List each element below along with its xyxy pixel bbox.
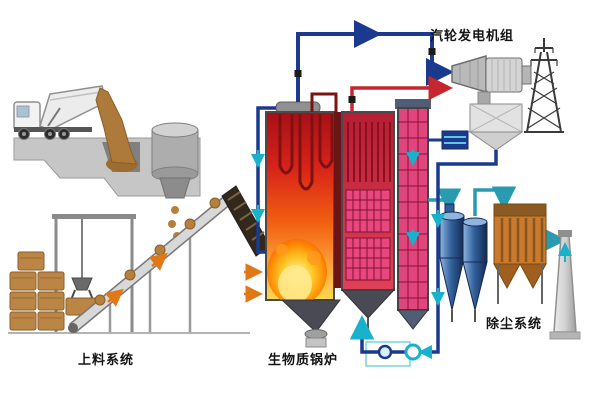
cyclone-separators <box>439 203 488 322</box>
air-flow-arrows <box>104 252 263 307</box>
main-steam-pipe <box>296 32 454 102</box>
chimney-stack <box>549 230 581 340</box>
steam-turbine <box>451 54 487 94</box>
exciter <box>521 65 532 85</box>
superheater-tubes <box>278 114 334 191</box>
economizer-backpass <box>395 99 431 330</box>
inclined-belt-conveyor <box>68 188 240 334</box>
dumped-biomass <box>95 87 137 165</box>
truck-window <box>16 105 30 118</box>
riser-pipe <box>310 92 338 112</box>
grabber-claw <box>71 277 93 291</box>
label-biomass-boiler: 生物质锅炉 <box>268 352 339 367</box>
tail-pulley <box>68 323 78 333</box>
exhaust-duct <box>477 91 491 105</box>
turbine-generator-set <box>451 54 532 151</box>
furnace-divider-wall <box>334 112 342 288</box>
rear-heating-pass <box>340 111 396 334</box>
furnace-chamber <box>265 101 342 348</box>
belt <box>68 188 240 334</box>
steam-piping <box>251 20 454 254</box>
filter-bags <box>500 218 544 262</box>
transmission-tower <box>524 38 564 133</box>
silo-discharge-funnel <box>159 177 191 199</box>
label-feeding-system: 上料系统 <box>78 352 135 367</box>
truck-hoist <box>47 107 61 127</box>
bag-filter <box>493 203 547 304</box>
ash-conveyor <box>305 337 327 348</box>
downcomer-pipe <box>256 106 276 254</box>
ash-hopper <box>280 299 341 333</box>
feedwater-system <box>349 150 498 367</box>
label-dust-removal: 除尘系统 <box>486 316 543 331</box>
hot-steam-pipe <box>350 75 453 112</box>
feedwater-pipe <box>349 150 498 354</box>
induced-draft-fan <box>428 130 469 150</box>
dump-truck <box>13 85 137 165</box>
biomass-on-belt <box>94 197 221 306</box>
storage-silo <box>151 122 199 240</box>
condensate-pump <box>404 343 422 361</box>
biomass-bales <box>9 251 65 331</box>
feedwater-pump <box>377 344 393 360</box>
tube-bank <box>347 122 391 182</box>
label-turbine-generator: 汽轮发电机组 <box>430 28 515 43</box>
